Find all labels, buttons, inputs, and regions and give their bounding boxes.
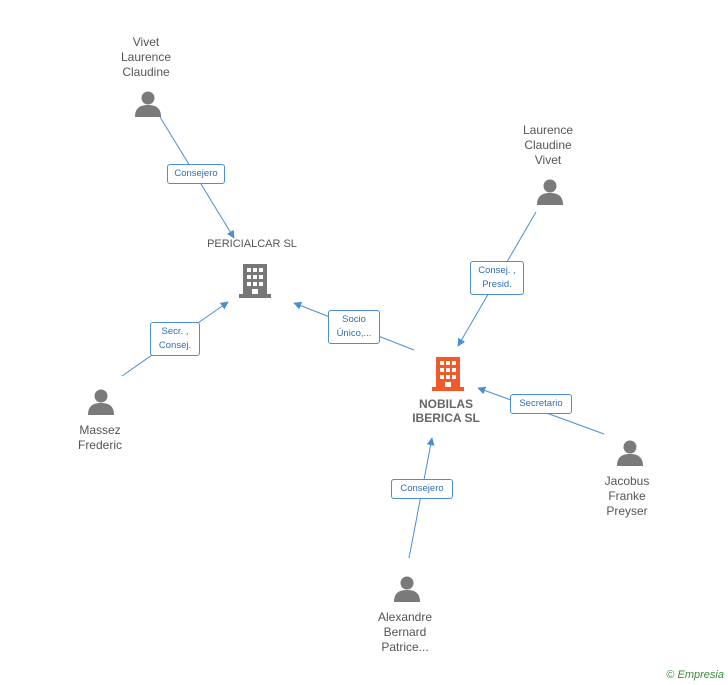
edge-role-text: Consejero	[400, 483, 444, 494]
node-label-line: Massez	[79, 423, 121, 437]
copyright-footer: © Empresia	[666, 669, 724, 681]
node-label-line: IBERICA SL	[412, 411, 480, 425]
edge-role-tag[interactable]: Secretario	[510, 394, 572, 414]
building-icon[interactable]	[432, 357, 464, 391]
edge-role-tag[interactable]: Consej. , Presid.	[470, 261, 524, 295]
node-label-line: Vivet	[132, 35, 160, 49]
node-label-line: Preyser	[606, 504, 648, 518]
edge-role-text: Único,...	[336, 328, 372, 339]
edge-role-text: Secr. ,	[161, 326, 189, 337]
person-icon[interactable]	[537, 179, 563, 206]
node-label-line: Frederic	[77, 438, 122, 452]
node-label-line: Claudine	[524, 138, 572, 152]
node-label-line: Patrice...	[381, 640, 429, 654]
edge-role-text: Secretario	[519, 398, 563, 409]
building-icon[interactable]	[239, 264, 271, 298]
copyright-icon: ©	[666, 669, 675, 681]
person-icon[interactable]	[394, 576, 420, 603]
company-name-label[interactable]: PERICIALCAR SL	[192, 237, 312, 252]
edge-role-text: Socio	[342, 314, 366, 325]
edge-role-tag[interactable]: Consejero	[167, 164, 225, 184]
edge-role-text: Presid.	[482, 279, 512, 290]
edge-role-text: Consejero	[174, 168, 218, 179]
node-label-line: NOBILAS	[419, 397, 473, 411]
node-label-line: Laurence	[120, 50, 172, 64]
node-label-line: Claudine	[122, 65, 170, 79]
node-label-line: PERICIALCAR SL	[207, 238, 297, 250]
edge-role-tag[interactable]: Secr. , Consej.	[150, 322, 200, 356]
node-label-line: Alexandre	[377, 610, 433, 624]
node-label-line: Bernard	[383, 625, 427, 639]
edge-role-text: Consej. ,	[478, 265, 516, 276]
person-icon[interactable]	[617, 440, 643, 467]
edge-role-tag[interactable]: Consejero	[391, 479, 453, 499]
node-label-line: Jacobus	[604, 474, 650, 488]
brand-logo: Empresia	[677, 669, 724, 681]
node-label-line: Vivet	[534, 153, 562, 167]
node-label-line: Laurence	[522, 123, 574, 137]
person-icon[interactable]	[88, 389, 114, 416]
edge-role-text: Consej.	[158, 340, 192, 351]
person-icon[interactable]	[135, 91, 161, 118]
node-label-line: Franke	[608, 489, 646, 503]
